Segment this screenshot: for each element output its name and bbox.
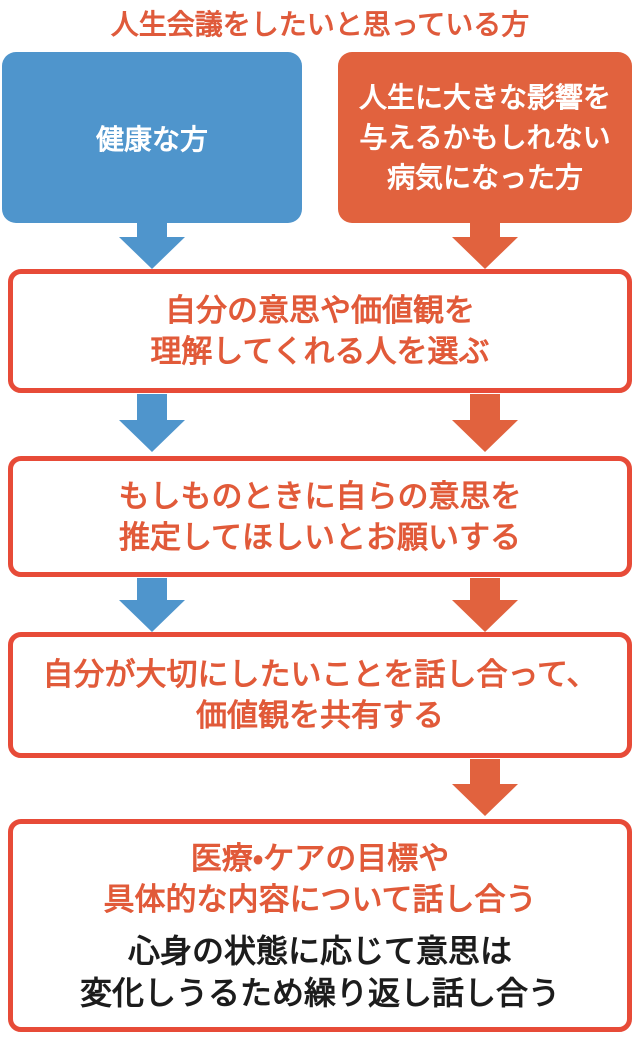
serious-illness-box: 人生に大きな影響を 与えるかもしれない 病気になった方: [338, 52, 632, 223]
step-note-line: 変化しうるため繰り返し話し合う: [79, 974, 560, 1011]
serious-illness-line: 人生に大きな影響を: [358, 81, 611, 113]
step-line: 自分の意思や価値観を: [165, 293, 475, 328]
down-arrow-blue-icon: [119, 394, 185, 452]
down-arrow-orange-icon: [452, 759, 518, 816]
step-line: 医療・ケアの目標や: [190, 840, 450, 876]
healthy-person-label: 健康な方: [95, 123, 208, 155]
serious-illness-line: 病気になった方: [386, 161, 583, 193]
step-box-ask-to-infer-wishes: もしものときに自らの意思を 推定してほしいとお願いする: [8, 456, 632, 577]
healthy-person-box: 健康な方: [2, 52, 302, 223]
step-line: 自分が大切にしたいことを話し合って、: [42, 657, 598, 692]
page-title: 人生会議をしたいと思っている方: [110, 9, 530, 40]
step-line: もしものときに自らの意思を: [118, 478, 522, 514]
down-arrow-orange-icon: [452, 578, 518, 632]
down-arrow-orange-icon: [452, 394, 518, 452]
step-line: 具体的な内容について話し合う: [103, 881, 537, 917]
down-arrow-blue-icon: [119, 578, 185, 632]
step-line: 推定してほしいとお願いする: [118, 519, 522, 555]
step-box-choose-person: 自分の意思や価値観を 理解してくれる人を選ぶ: [8, 269, 632, 393]
step-box-share-values: 自分が大切にしたいことを話し合って、 価値観を共有する: [8, 632, 632, 758]
step-note-line: 心身の状態に応じて意思は: [127, 932, 512, 969]
step-box-discuss-care-goals: 医療・ケアの目標や 具体的な内容について話し合う 心身の状態に応じて意思は 変化…: [8, 819, 632, 1032]
down-arrow-orange-icon: [452, 223, 518, 269]
step-line: 理解してくれる人を選ぶ: [150, 334, 490, 369]
step-line: 価値観を共有する: [196, 698, 444, 733]
down-arrow-blue-icon: [119, 223, 185, 269]
serious-illness-line: 与えるかもしれない: [359, 121, 611, 153]
step-note: 心身の状態に応じて意思は 変化しうるため繰り返し話し合う: [80, 930, 560, 1014]
